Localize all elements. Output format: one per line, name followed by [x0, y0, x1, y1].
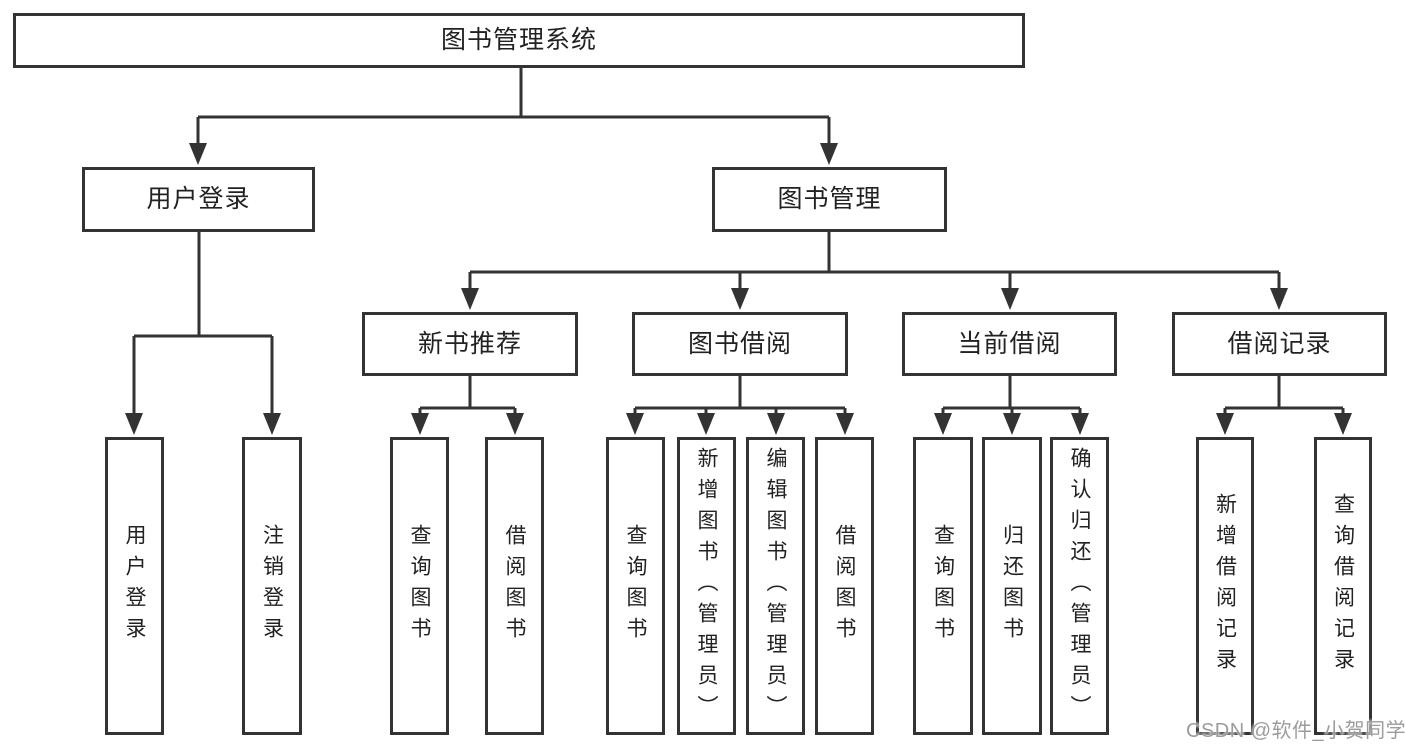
leaf-borrow-books-recommend-label: 借阅图书 — [503, 524, 526, 648]
connector-borrowing-records-to-leaves — [1216, 376, 1352, 435]
node-current-borrowing: 当前借阅 — [902, 312, 1117, 376]
leaf-return-books: 归还图书 — [982, 437, 1042, 735]
leaf-edit-book-admin: 编辑图书（管理员） — [746, 437, 805, 735]
leaf-add-borrow-record-label: 新增借阅记录 — [1213, 493, 1237, 679]
leaf-query-books-borrowing: 查询图书 — [606, 437, 665, 735]
node-library-management-system-label: 图书管理系统 — [440, 26, 597, 54]
leaf-logout-label: 注销登录 — [260, 524, 284, 648]
leaf-borrow-books-borrowing-label: 借阅图书 — [833, 524, 856, 648]
leaf-borrow-books-borrowing: 借阅图书 — [815, 437, 874, 735]
connector-current-borrowing-to-leaves — [934, 376, 1089, 435]
leaf-confirm-return-admin-label: 确认归还（管理员） — [1068, 446, 1091, 726]
leaf-user-login-label: 用户登录 — [123, 524, 146, 648]
leaf-logout: 注销登录 — [242, 437, 302, 735]
node-borrowing-records-label: 借阅记录 — [1227, 329, 1332, 358]
leaf-query-books-recommend: 查询图书 — [390, 437, 449, 735]
node-new-book-recommend: 新书推荐 — [362, 312, 578, 376]
connector-book-borrowing-to-leaves — [626, 376, 854, 435]
connector-user-login-to-leaves — [125, 232, 281, 435]
leaf-return-books-label: 归还图书 — [1000, 524, 1024, 648]
leaf-query-books-current-label: 查询图书 — [931, 524, 955, 648]
node-book-borrowing: 图书借阅 — [632, 312, 848, 376]
node-book-management-label: 图书管理 — [777, 185, 882, 213]
node-current-borrowing-label: 当前借阅 — [957, 329, 1062, 358]
node-new-book-recommend-label: 新书推荐 — [417, 329, 522, 358]
leaf-confirm-return-admin: 确认归还（管理员） — [1050, 437, 1109, 735]
leaf-add-borrow-record: 新增借阅记录 — [1196, 437, 1254, 735]
leaf-query-books-current: 查询图书 — [913, 437, 973, 735]
leaf-edit-book-admin-label: 编辑图书（管理员） — [764, 446, 787, 726]
connector-root-to-level2 — [189, 68, 838, 165]
leaf-query-books-borrowing-label: 查询图书 — [624, 524, 647, 648]
leaf-query-books-recommend-label: 查询图书 — [408, 524, 431, 648]
leaf-add-book-admin: 新增图书（管理员） — [677, 437, 736, 735]
connector-new-book-recommend-to-leaves — [411, 376, 524, 435]
leaf-query-borrow-record-label: 查询借阅记录 — [1331, 493, 1355, 679]
leaf-user-login: 用户登录 — [105, 437, 164, 735]
node-book-borrowing-label: 图书借阅 — [687, 329, 792, 358]
connector-book-management-to-level3 — [461, 232, 1288, 310]
node-user-login-label: 用户登录 — [146, 185, 251, 213]
node-book-management: 图书管理 — [712, 167, 947, 232]
leaf-query-borrow-record: 查询借阅记录 — [1314, 437, 1372, 735]
leaf-add-book-admin-label: 新增图书（管理员） — [695, 446, 718, 726]
node-library-management-system: 图书管理系统 — [13, 13, 1025, 68]
node-borrowing-records: 借阅记录 — [1172, 312, 1387, 376]
csdn-watermark: CSDN @软件_小贺同学 — [1186, 720, 1405, 742]
leaf-borrow-books-recommend: 借阅图书 — [485, 437, 544, 735]
node-user-login: 用户登录 — [82, 167, 315, 232]
